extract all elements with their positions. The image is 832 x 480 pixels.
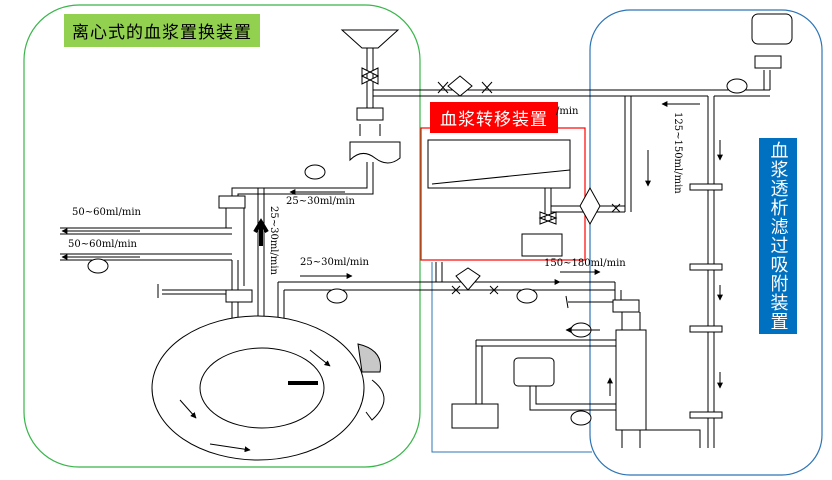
transfer-connector-frame (431, 262, 592, 453)
roller-pump (726, 78, 748, 94)
flow-label-top-partial: /min (556, 106, 579, 117)
flow-label-out-top: 50~60ml/min (72, 207, 141, 218)
transfer-tank (427, 139, 571, 189)
roller-pump (87, 258, 109, 274)
flow-label-right-vertical: 125~150ml/min (672, 112, 683, 194)
pump-right-mid (612, 299, 640, 313)
flow-label-out-bottom: 50~60ml/min (68, 239, 137, 250)
roller-pump (516, 288, 538, 304)
centrifuge-rotor-inner (199, 347, 325, 429)
waste-box (451, 403, 499, 429)
pump-left-top (218, 195, 246, 209)
rotation-indicator (357, 343, 382, 373)
dialysate-bag (513, 357, 555, 387)
funnel (340, 29, 400, 49)
roller-pump (326, 288, 348, 304)
dialyzer-column (615, 329, 647, 431)
filter-wave (349, 141, 401, 164)
roller-pump (304, 164, 326, 180)
flow-label-right-mid: 150~180ml/min (544, 258, 626, 269)
transfer-device-title: 血浆转移装置 (430, 102, 558, 133)
clamp-valve-top (360, 67, 380, 85)
roller-pump (570, 410, 592, 426)
syringe-left (157, 284, 227, 298)
pump-left-bottom (225, 289, 253, 303)
up-flow-arrow (253, 218, 269, 246)
transfer-collector (521, 233, 563, 257)
pump-top-right (754, 55, 782, 69)
flow-label-return-top: 25~30ml/min (286, 196, 355, 207)
flow-label-mid: 25~30ml/min (300, 257, 369, 268)
centrifugal-device-title: 离心式的血浆置换装置 (64, 14, 260, 47)
centrifugal-section-frame (23, 4, 421, 468)
dialysis-section-frame (589, 9, 823, 476)
pump-top-left (356, 107, 384, 121)
reservoir-top-right (751, 13, 793, 45)
dialysis-device-title: 血浆透析滤过吸附装置 (759, 138, 797, 334)
flow-label-vertical-left: 25~30ml/min (268, 206, 279, 275)
